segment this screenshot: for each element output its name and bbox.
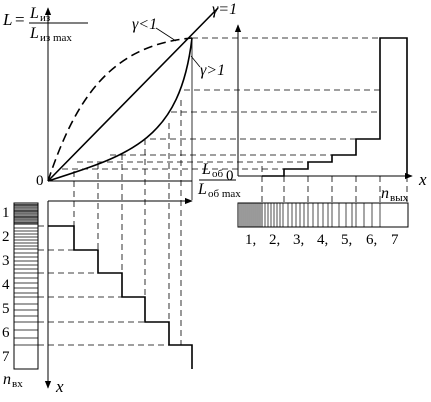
dashed-horizontal-grid-right bbox=[62, 37, 407, 170]
output-level-1: 1, bbox=[245, 232, 256, 248]
dashed-vertical-grid bbox=[73, 100, 182, 345]
output-level-3: 3, bbox=[293, 232, 304, 248]
label-n-in: n bbox=[3, 371, 11, 388]
label-x-bottom: x bbox=[55, 377, 64, 396]
input-level-2: 2 bbox=[2, 229, 10, 245]
input-level-labels: 1 2 3 4 5 6 7 bbox=[2, 205, 10, 365]
input-level-3: 3 bbox=[2, 253, 10, 269]
label-L-den-sub: из max bbox=[40, 32, 72, 44]
label-L-num-sub: из bbox=[40, 12, 50, 24]
label-Lob-den: L bbox=[197, 181, 207, 198]
label-origin-right: 0 bbox=[226, 168, 234, 184]
input-level-6: 6 bbox=[2, 325, 10, 341]
input-bar bbox=[13, 202, 39, 370]
curve-gamma-less-1 bbox=[47, 37, 193, 182]
label-Lob-num: L bbox=[201, 161, 211, 178]
label-L-den: L bbox=[29, 25, 39, 42]
output-bar bbox=[237, 202, 409, 228]
dashed-vertical-right bbox=[261, 166, 408, 202]
dashed-horizontal-lower bbox=[38, 225, 192, 346]
curve-gamma-greater-1 bbox=[47, 37, 193, 182]
label-n-in-sub: вх bbox=[12, 378, 23, 390]
label-gamma-greater-1: γ>1 bbox=[200, 62, 225, 79]
line-gamma-1 bbox=[47, 7, 219, 182]
label-gamma-1: γ=1 bbox=[212, 1, 237, 18]
output-level-5: 5, bbox=[341, 232, 352, 248]
label-x-right: x bbox=[418, 170, 427, 189]
output-level-labels: 1, 2, 3, 4, 5, 6, 7 bbox=[245, 232, 399, 248]
input-staircase bbox=[48, 225, 193, 369]
label-Lob-den-sub: об max bbox=[208, 188, 241, 200]
input-level-1: 1 bbox=[2, 205, 10, 221]
label-n-out-sub: вых bbox=[390, 192, 409, 204]
output-level-7: 7 bbox=[391, 232, 399, 248]
output-level-4: 4, bbox=[317, 232, 328, 248]
input-level-7: 7 bbox=[2, 349, 10, 365]
label-Lob-num-sub: об bbox=[212, 168, 224, 180]
label-origin-left: 0 bbox=[36, 173, 44, 189]
label-L-num: L bbox=[29, 5, 39, 22]
label-equals: = bbox=[15, 10, 25, 29]
output-level-6: 6, bbox=[366, 232, 377, 248]
output-level-2: 2, bbox=[269, 232, 280, 248]
output-staircase bbox=[262, 37, 408, 177]
label-n-out: n bbox=[381, 185, 389, 202]
label-gamma-less-1: γ<1 bbox=[132, 16, 157, 33]
label-L: L bbox=[2, 10, 12, 29]
input-level-4: 4 bbox=[2, 277, 10, 293]
leader-gamma-greater-1 bbox=[190, 55, 201, 68]
input-level-5: 5 bbox=[2, 301, 10, 317]
leader-gamma-less-1 bbox=[155, 27, 177, 42]
